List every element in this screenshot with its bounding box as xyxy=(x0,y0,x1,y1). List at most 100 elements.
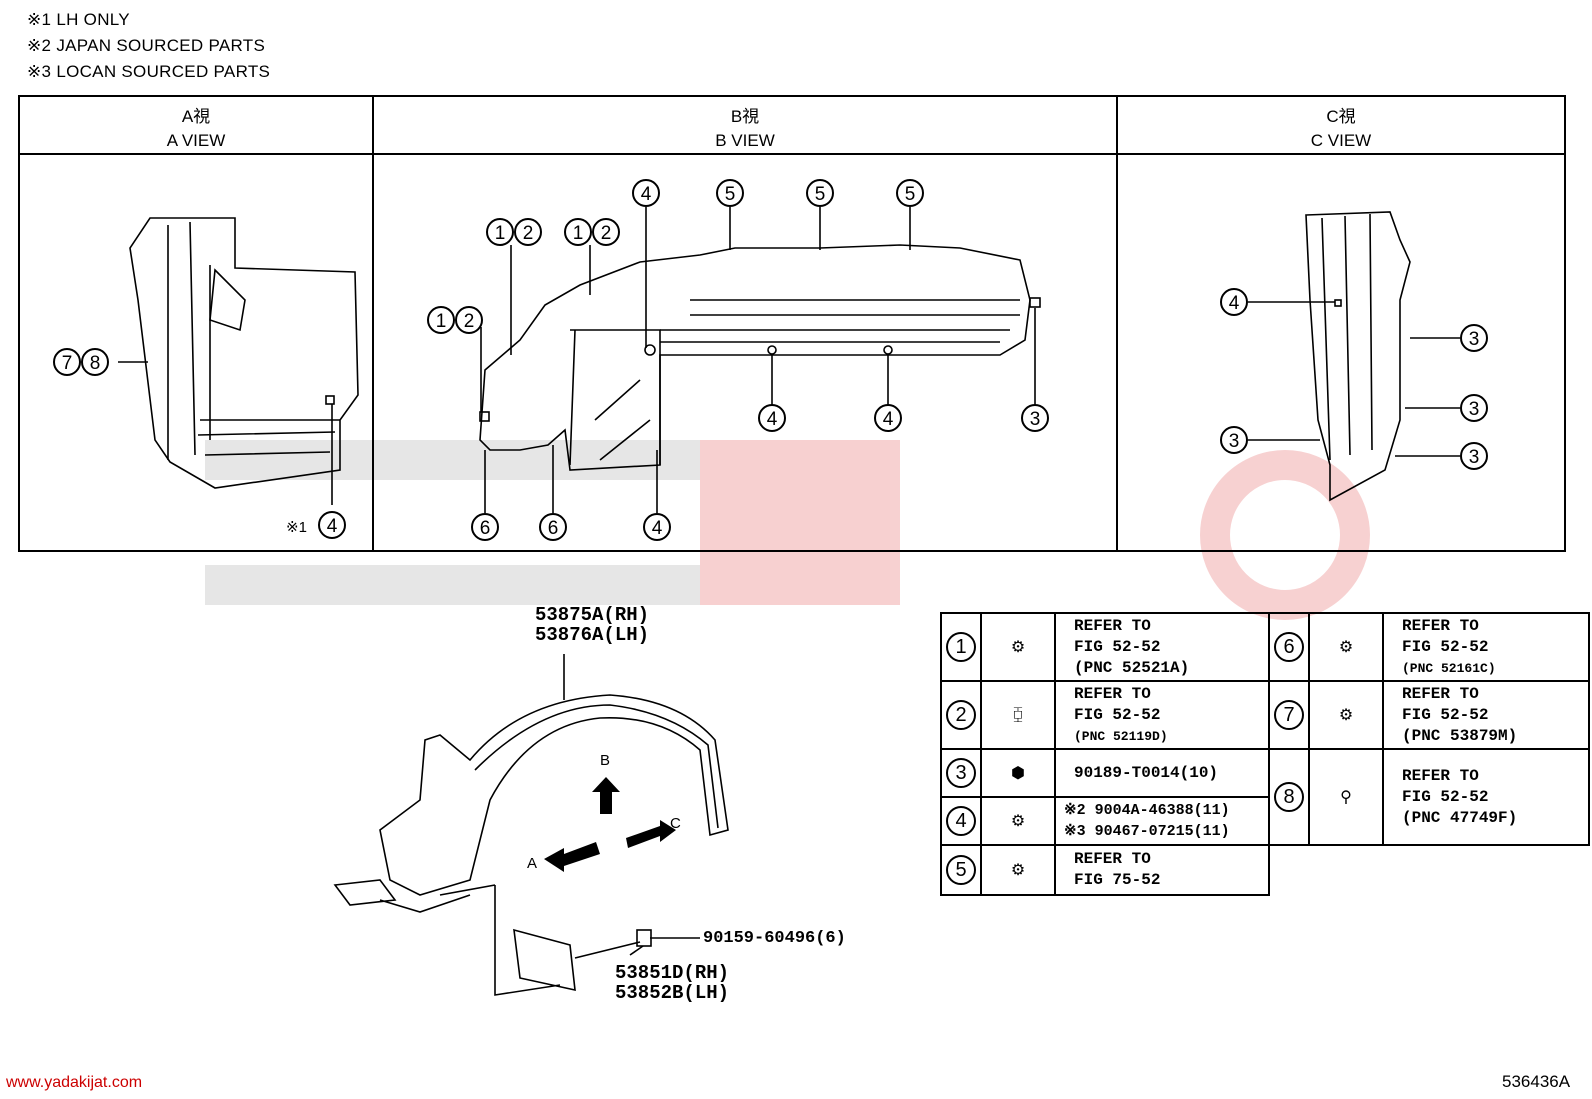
legend-line: FIG 52-52 xyxy=(1402,787,1489,806)
callout-3: 3 xyxy=(1469,447,1480,468)
view-b-drawing xyxy=(479,207,1041,513)
legend-num: 3 xyxy=(946,758,976,788)
callout-5: 5 xyxy=(725,184,736,205)
view-a-callout-7-icon xyxy=(53,348,109,376)
legend-num-cell: 7 xyxy=(1268,680,1310,750)
legend-line: FIG 52-52 xyxy=(1074,705,1161,724)
legend-line: (PNC 47749F) xyxy=(1402,808,1518,827)
legend-desc: ※2 9004A-46388(11) ※3 90467-07215(11) xyxy=(1054,796,1270,846)
clip-icon: ⚙ xyxy=(980,612,1056,682)
screw-icon: ⚲ xyxy=(1308,748,1384,846)
legend-num: 2 xyxy=(946,700,976,730)
direction-arrows xyxy=(544,777,676,872)
view-a-callout-4-circle xyxy=(318,511,346,539)
legend-num-cell: 4 xyxy=(940,796,982,846)
note-lh-only: ※1 LH ONLY xyxy=(27,10,130,29)
legend-line: ※3 90467-07215(11) xyxy=(1064,823,1230,840)
legend-num: 1 xyxy=(946,632,976,662)
views-frame xyxy=(18,95,1566,552)
callout-4: 4 xyxy=(767,409,778,430)
view-a-drawing xyxy=(118,217,359,505)
bolt-icon: ⧮ xyxy=(980,680,1056,750)
legend-line: FIG 52-52 xyxy=(1402,705,1489,724)
callout-1: 1 xyxy=(573,223,584,244)
note-japan-sourced: ※2 JAPAN SOURCED PARTS xyxy=(27,36,266,55)
legend-num-cell: 2 xyxy=(940,680,982,750)
legend-num: 8 xyxy=(1274,782,1304,812)
callout-4: 4 xyxy=(1229,293,1240,314)
watermark-logo xyxy=(205,440,1370,620)
callout-3: 3 xyxy=(1469,329,1480,350)
screw-part: 90159-60496(6) xyxy=(703,929,846,948)
callout-6: 6 xyxy=(548,518,559,539)
legend-desc: REFER TO FIG 52-52 (PNC 47749F) xyxy=(1382,748,1590,846)
legend-empty-cell xyxy=(1269,845,1589,895)
legend-num-cell: 1 xyxy=(940,612,982,682)
clip-icon: ⚙ xyxy=(1308,680,1384,750)
callout-6: 6 xyxy=(480,518,491,539)
legend-desc: 90189-T0014(10) xyxy=(1054,748,1270,798)
view-a-lh-mark: ※1 xyxy=(286,519,307,536)
legend-num-cell: 8 xyxy=(1268,748,1310,846)
clip-icon: ⚙ xyxy=(980,844,1056,896)
view-a-title-jp: A視 xyxy=(182,107,210,126)
note-locan-sourced: ※3 LOCAN SOURCED PARTS xyxy=(27,62,271,81)
callout-1: 1 xyxy=(495,223,506,244)
fender-liner-rh-part: 53875A(RH) xyxy=(535,604,650,626)
legend-line: (PNC 52161C) xyxy=(1402,660,1496,676)
legend-line: ※2 9004A-46388(11) xyxy=(1064,802,1230,819)
legend-num-cell: 5 xyxy=(940,844,982,896)
legend-line: (PNC 52119D) xyxy=(1074,728,1168,744)
view-c-drawing xyxy=(1248,211,1460,502)
callout-3: 3 xyxy=(1030,409,1041,430)
callout-7: 7 xyxy=(62,353,73,374)
legend-desc: REFER TO FIG 52-52 (PNC 52521A) xyxy=(1054,612,1270,682)
legend-num-cell: 6 xyxy=(1268,612,1310,682)
legend-line: 90189-T0014(10) xyxy=(1074,763,1219,782)
legend-desc: REFER TO FIG 52-52 (PNC 53879M) xyxy=(1382,680,1590,750)
legend-line: (PNC 52521A) xyxy=(1074,658,1190,677)
view-a-title-en: A VIEW xyxy=(167,131,226,150)
arrow-label-b: B xyxy=(600,752,610,769)
fender-liner-drawing xyxy=(333,654,729,996)
callout-5: 5 xyxy=(905,184,916,205)
legend-line: REFER TO xyxy=(1402,766,1479,785)
callout-2: 2 xyxy=(601,223,612,244)
mudflap-rh-part: 53851D(RH) xyxy=(615,962,730,984)
arrow-label-a: A xyxy=(527,855,537,872)
view-b-callout-labels: 1 2 1 2 1 2 4 5 5 5 4 4 3 6 6 4 xyxy=(436,184,1041,539)
view-b-title-en: B VIEW xyxy=(715,131,775,150)
mudflap-lh-part: 53852B(LH) xyxy=(615,982,730,1004)
fastener-legend-table: 1 ⚙ REFER TO FIG 52-52 (PNC 52521A) 6 ⚙ … xyxy=(940,612,1590,896)
callout-4: 4 xyxy=(641,184,652,205)
callout-3: 3 xyxy=(1229,431,1240,452)
callout-5: 5 xyxy=(815,184,826,205)
callout-1: 1 xyxy=(436,311,447,332)
clip-icon: ⚙ xyxy=(980,796,1056,846)
view-b-callout-circles xyxy=(427,179,1049,541)
callout-2: 2 xyxy=(523,223,534,244)
fender-liner-lh-part: 53876A(LH) xyxy=(535,624,650,646)
view-c-callout-circles xyxy=(1220,288,1488,470)
legend-num: 5 xyxy=(946,855,976,885)
legend-desc: REFER TO FIG 75-52 xyxy=(1054,844,1270,896)
view-c-title-jp: C視 xyxy=(1326,107,1355,126)
clip-icon: ⚙ xyxy=(1308,612,1384,682)
legend-desc: REFER TO FIG 52-52 (PNC 52161C) xyxy=(1382,612,1590,682)
legend-num: 7 xyxy=(1274,700,1304,730)
legend-line: FIG 52-52 xyxy=(1402,637,1489,656)
legend-desc: REFER TO FIG 52-52 (PNC 52119D) xyxy=(1054,680,1270,750)
legend-line: (PNC 53879M) xyxy=(1402,726,1518,745)
legend-line: FIG 75-52 xyxy=(1074,871,1161,889)
arrow-label-c: C xyxy=(670,815,681,832)
legend-num: 4 xyxy=(946,806,976,836)
footer-url-link[interactable]: www.yadakijat.com xyxy=(6,1074,143,1091)
legend-line: REFER TO xyxy=(1402,616,1479,635)
nut-icon: ⬢ xyxy=(980,748,1056,798)
diagram-code: 536436A xyxy=(1502,1072,1571,1091)
callout-4: 4 xyxy=(652,518,663,539)
view-c-callout-labels: 4 3 3 3 3 xyxy=(1229,293,1480,468)
legend-num-cell: 3 xyxy=(940,748,982,798)
view-b-title-jp: B視 xyxy=(731,107,759,126)
